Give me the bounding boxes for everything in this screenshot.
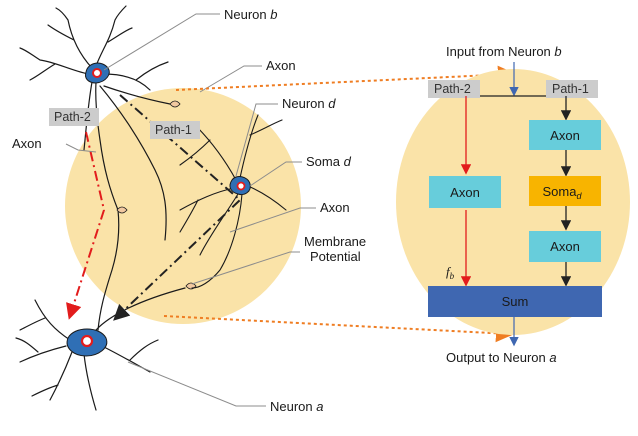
neuron-a-nucleus <box>82 336 92 346</box>
path1-tag-right-text: Path-1 <box>552 82 589 96</box>
axon-box-path2-text: Axon <box>450 185 480 200</box>
neuron-d-nucleus <box>238 183 245 190</box>
axon-right-label: Axon <box>320 200 350 215</box>
axon-left-label: Axon <box>12 136 42 151</box>
neuron-b-nucleus <box>93 69 101 77</box>
axon-box-path1-top-text: Axon <box>550 128 580 143</box>
sum-box-text: Sum <box>502 294 529 309</box>
path2-tag-right-text: Path-2 <box>434 82 471 96</box>
neuron-b-label: Neuron b <box>224 7 277 22</box>
neuron-d-label: Neuron d <box>282 96 336 111</box>
path1-tag-left-text: Path-1 <box>155 123 192 137</box>
membrane-label-1: Membrane <box>304 234 366 249</box>
input-label: Input from Neuron b <box>446 44 562 59</box>
output-label: Output to Neuron a <box>446 350 557 365</box>
neuron-a-label: Neuron a <box>270 399 323 414</box>
path2-tag-left-text: Path-2 <box>54 110 91 124</box>
soma-box-text: Somad <box>543 184 583 201</box>
axon-box-path1-low-text: Axon <box>550 239 580 254</box>
soma-d-label: Soma d <box>306 154 352 169</box>
membrane-label-2: Potential <box>310 249 361 264</box>
axon-top-label: Axon <box>266 58 296 73</box>
